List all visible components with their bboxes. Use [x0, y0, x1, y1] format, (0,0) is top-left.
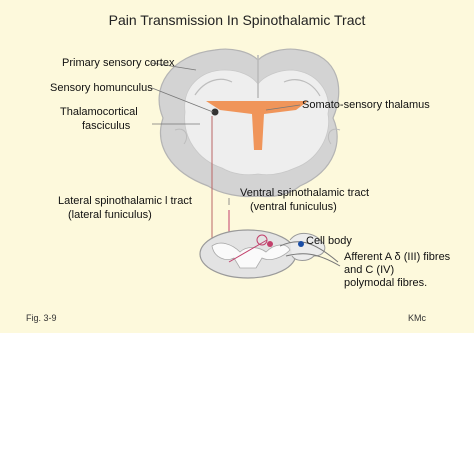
diagram-title: Pain Transmission In Spinothalamic Tract	[108, 12, 366, 28]
diagram-artwork	[151, 48, 341, 279]
label-sensory-homunculus: Sensory homunculus	[50, 82, 153, 94]
author-credit: KMc	[408, 313, 426, 323]
label-lateral-funiculus: (lateral funiculus)	[68, 209, 152, 221]
label-polymodal: polymodal fibres.	[344, 277, 428, 289]
spinal-cord-section	[199, 229, 297, 279]
label-afferent-c: and C (IV)	[344, 264, 395, 276]
label-lateral-tract: Lateral spinothalamic l tract	[58, 195, 192, 207]
label-ventral-tract: Ventral spinothalamic tract	[240, 187, 370, 199]
brain-section	[158, 48, 341, 198]
thalamus-shape	[206, 101, 308, 150]
label-thalamocortical: Thalamocortical	[60, 106, 138, 118]
label-primary-sensory-cortex: Primary sensory cortex	[62, 57, 175, 69]
label-somatosensory-thalamus: Somato-sensory thalamus	[302, 99, 430, 111]
label-fasciculus: fasciculus	[82, 120, 131, 132]
label-ventral-funiculus: (ventral funiculus)	[250, 201, 337, 213]
cell-body-dot	[298, 241, 304, 247]
leader-lines	[151, 62, 301, 205]
figure-number: Fig. 3-9	[26, 313, 57, 323]
dorsal-root	[279, 233, 341, 267]
label-afferent-fibres: Afferent A δ (III) fibres	[344, 251, 451, 263]
label-cell-body: Cell body	[306, 235, 352, 247]
